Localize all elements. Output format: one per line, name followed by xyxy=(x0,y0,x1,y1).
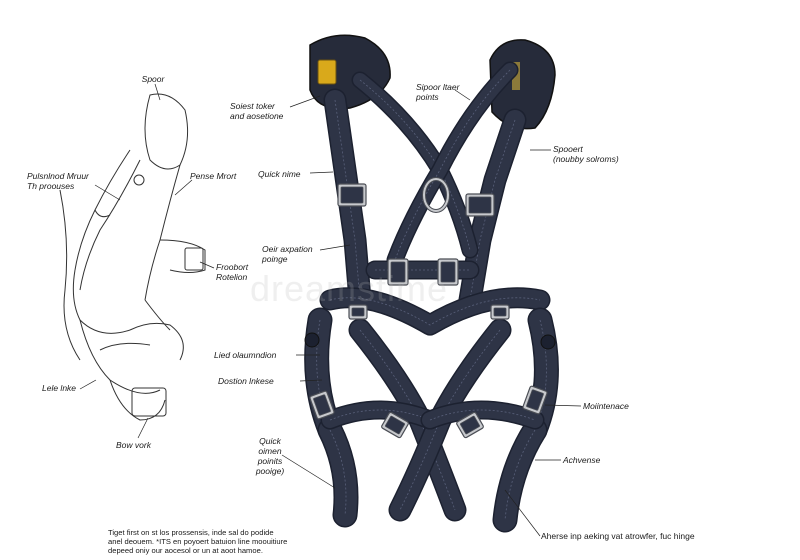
chest-adjuster-right xyxy=(437,258,459,286)
waist-keeper-right xyxy=(490,304,510,320)
left-leg-adjuster-slot xyxy=(313,394,331,416)
left-chest-buckle-slot xyxy=(340,186,364,204)
sketch-line-3 xyxy=(144,164,181,301)
harness-front-view xyxy=(304,34,559,533)
sketch-line-5 xyxy=(79,319,161,394)
right-chest-buckle-slot xyxy=(468,196,492,214)
back-d-ring-hi xyxy=(423,178,449,212)
watermark: dreamstime xyxy=(250,268,449,309)
sketch-line-7 xyxy=(99,342,151,351)
leader-pulsnlnod xyxy=(94,184,121,201)
label-moiintenace: Moiintenace xyxy=(583,401,629,411)
label-froobort: Froobort Rotelion xyxy=(216,262,249,282)
thigh-buckle-right-slot xyxy=(460,415,480,435)
thigh-buckle-left xyxy=(381,411,409,439)
waist-strap-stitch xyxy=(329,297,541,326)
leader-aherse xyxy=(504,489,541,537)
label-leader-lines xyxy=(79,83,582,537)
label-quick-oimen: Quick oimen poinits pooige) xyxy=(255,436,285,476)
sketch-line-0 xyxy=(144,93,189,170)
leader-moiintenace xyxy=(544,404,582,407)
harness-sketch-side-view xyxy=(59,93,206,421)
thigh-buckle-right xyxy=(456,411,484,439)
sketch-line-10 xyxy=(109,379,166,421)
sketch-ring xyxy=(133,174,145,186)
sketch-line-9 xyxy=(159,239,206,273)
left-leg-loop-stitch xyxy=(329,429,347,516)
label-aherse: Aherse inp aeking vat atrowfer, fuc hing… xyxy=(541,531,695,541)
right-leg-loop xyxy=(494,419,546,531)
waist-keeper-left xyxy=(348,304,368,320)
back-cross-strap-b-stitch xyxy=(394,69,511,261)
label-quick-nime: Quick nime xyxy=(258,169,301,179)
sketch-buckle xyxy=(131,387,167,417)
leader-sipoor xyxy=(454,89,471,101)
sketch-line-11 xyxy=(59,189,81,361)
sketch-line-12 xyxy=(94,209,111,218)
sketch-line-8 xyxy=(144,299,171,331)
footer-caption: Tiget first on st los prossensis, inde s… xyxy=(108,528,288,555)
leader-quick-nime xyxy=(309,171,334,174)
right-leg-loop-stitch xyxy=(504,429,536,521)
leader-oeir xyxy=(319,244,351,251)
sketch-line-2 xyxy=(79,159,141,291)
chest-adjuster-right-slot xyxy=(440,261,456,283)
right-leg-adjuster xyxy=(522,385,548,415)
left-leg-adjuster xyxy=(309,390,335,420)
left-thigh-band xyxy=(322,402,438,428)
leader-froobort xyxy=(199,261,215,269)
right-leg-adjuster-slot xyxy=(526,389,544,411)
leader-soiest xyxy=(289,95,321,108)
leader-bow xyxy=(137,417,149,439)
leader-lele xyxy=(79,379,97,390)
label-soiest-toker: Soiest toker and aosetione xyxy=(230,101,284,121)
right-thigh-band-stitch xyxy=(429,409,536,421)
right-side-ring xyxy=(540,334,556,350)
chest-adjuster-left-slot xyxy=(390,261,406,283)
label-lied-olaumndion: Lied olaumndion xyxy=(214,350,277,360)
right-chest-buckle xyxy=(465,193,495,217)
waist-keeper-right-slot xyxy=(493,307,507,317)
sketch-line-1 xyxy=(74,149,131,271)
label-bow-vork: Bow vork xyxy=(116,440,151,450)
leader-dostion xyxy=(299,379,323,382)
label-spoor: Spoor xyxy=(141,74,165,84)
label-lele-lnke: Lele lnke xyxy=(42,383,77,393)
label-oeir-axpation: Oeir axpation poinge xyxy=(262,244,313,264)
label-pense-mrort: Pense Mrort xyxy=(190,171,237,181)
sketch-adjuster xyxy=(184,247,204,271)
chest-adjuster-left xyxy=(387,258,409,286)
waist-keeper-left-slot xyxy=(351,307,365,317)
thigh-buckle-left-slot xyxy=(385,415,405,435)
label-pulsnlnod: Pulsnlnod Mruur Th proouses xyxy=(27,171,89,191)
shoulder-pad-label xyxy=(317,59,337,85)
label-dostion-lnkese: Dostion lnkese xyxy=(218,376,274,386)
left-chest-buckle xyxy=(337,183,367,207)
label-spooert: Spooert (noubby solroms) xyxy=(553,144,619,164)
sketch-line-6 xyxy=(129,322,184,361)
label-sipoor-ltaer: Sipoor ltaer points xyxy=(416,82,460,102)
leader-pense xyxy=(174,179,193,196)
leader-quick-oimen xyxy=(281,454,336,489)
left-side-ring xyxy=(304,332,320,348)
leader-spoor xyxy=(154,83,161,101)
label-achvense: Achvense xyxy=(563,455,601,465)
